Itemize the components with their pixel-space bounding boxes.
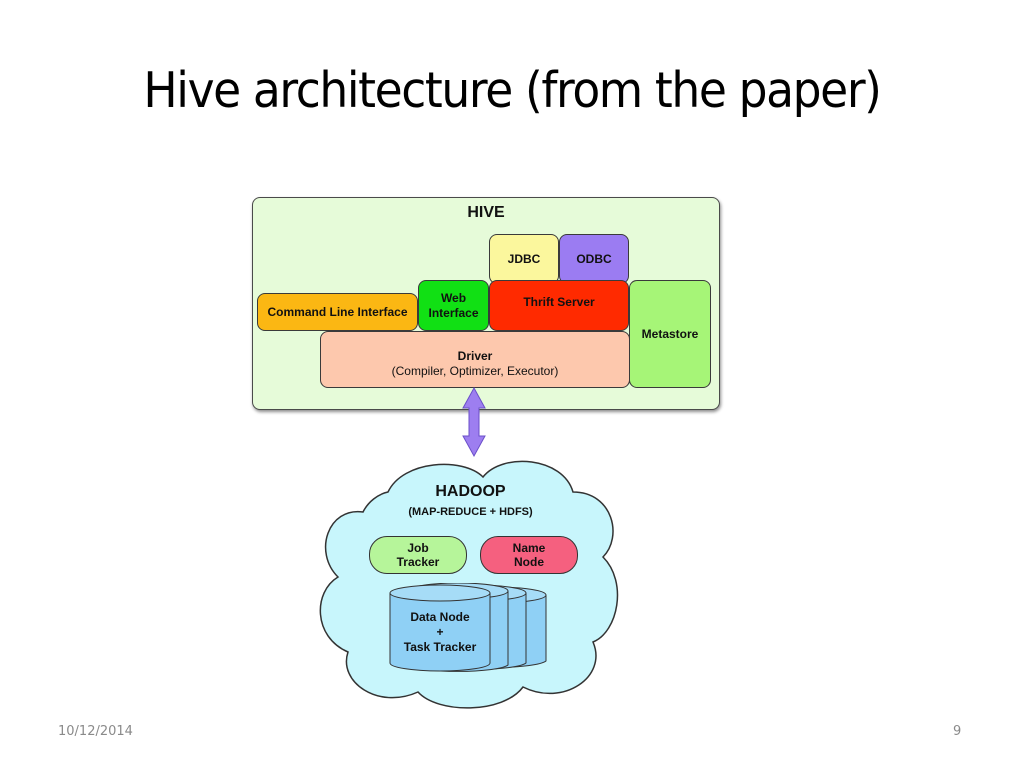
hive-label: HIVE	[467, 204, 505, 221]
data-node-stack	[389, 583, 547, 672]
bidirectional-arrow-icon	[462, 386, 486, 458]
hadoop-title: HADOOP	[435, 483, 506, 500]
dn-label-line2: +	[436, 625, 444, 639]
odbc-box: ODBC	[559, 234, 629, 284]
odbc-label: ODBC	[576, 251, 612, 266]
hadoop-subtitle: (MAP-REDUCE + HDFS)	[408, 506, 533, 518]
thrift-label: Thrift Server	[523, 295, 595, 309]
cli-label: Command Line Interface	[267, 304, 408, 319]
driver-sublabel: (Compiler, Optimizer, Executor)	[391, 363, 559, 378]
slide-title: Hive architecture (from the paper)	[143, 62, 882, 119]
thrift-server-box: Thrift Server	[489, 280, 629, 331]
metastore-box: Metastore	[629, 280, 711, 388]
dn-label-line1: Data Node	[410, 610, 470, 624]
jdbc-label: JDBC	[507, 251, 541, 266]
slide-date: 10/12/2014	[58, 724, 133, 739]
hive-panel: HIVE JDBC ODBC Driver (Compiler, Optimiz…	[252, 197, 720, 410]
driver-label: Driver	[457, 348, 493, 363]
jdbc-box: JDBC	[489, 234, 559, 284]
dn-label-line3: Task Tracker	[403, 640, 477, 654]
job-label-line2: Tracker	[396, 555, 440, 569]
web-label-line2: Interface	[428, 305, 479, 320]
name-label-line1: Name	[512, 541, 546, 555]
cli-box: Command Line Interface	[257, 293, 418, 331]
slide-page-number: 9	[953, 724, 962, 739]
data-node-label: Data Node + Task Tracker	[390, 610, 490, 655]
web-label-line1: Web	[440, 290, 467, 305]
cylinder-front	[389, 584, 491, 672]
metastore-label: Metastore	[641, 326, 699, 341]
driver-box: Driver (Compiler, Optimizer, Executor)	[320, 331, 630, 388]
name-label-line2: Node	[514, 555, 544, 569]
job-label-line1: Job	[407, 541, 429, 555]
